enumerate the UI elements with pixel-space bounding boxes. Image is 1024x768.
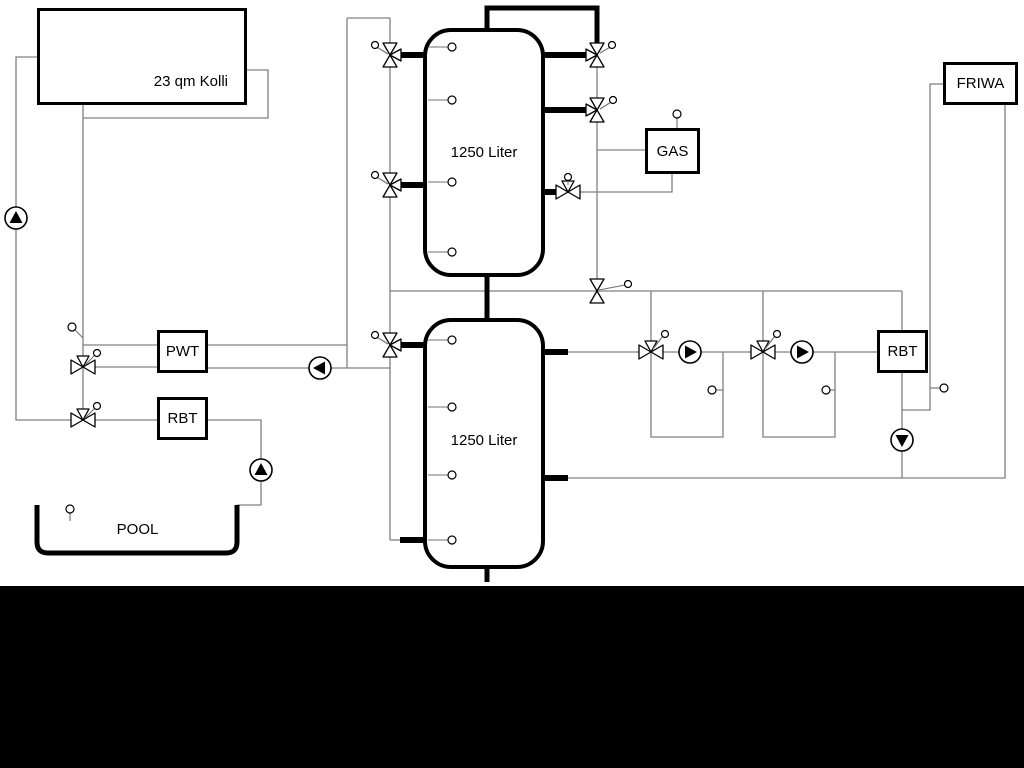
rbt-right-label: RBT <box>887 343 918 360</box>
buffer-tank-top <box>423 28 545 277</box>
gas-boiler-label: GAS <box>656 142 689 160</box>
temperature-sensor-icon <box>428 95 457 105</box>
valve-actuator-icon <box>370 330 389 345</box>
temperature-sensor-icon <box>428 177 457 187</box>
pool-pump-icon <box>249 458 273 482</box>
temperature-sensor-icon <box>67 322 84 339</box>
valve-actuator-icon <box>370 170 389 185</box>
pwt-mixing-valve-icon <box>70 355 96 375</box>
pipe-tank-top-thick <box>484 5 600 43</box>
valve-actuator-icon <box>84 348 102 366</box>
pipe-friwa-left <box>902 83 943 411</box>
temperature-sensor-icon <box>65 504 75 521</box>
pipe-bypass-circuit-2 <box>762 352 836 438</box>
temperature-sensor-icon <box>428 42 457 52</box>
pool-basin <box>34 505 240 556</box>
pipe-collector-return <box>83 69 269 119</box>
solar-pump-icon <box>4 206 28 230</box>
solar-tank2-valve-icon <box>382 332 402 358</box>
rbt-left-label: RBT <box>167 410 198 427</box>
solar-collector-label: 23 qm Kolli <box>153 73 228 90</box>
valve-actuator-icon <box>599 95 618 110</box>
pool-mixing-valve-icon <box>70 408 96 428</box>
buffer-tank-bottom <box>423 318 545 569</box>
temperature-sensor-icon <box>428 470 457 480</box>
pwt-box: PWT <box>157 330 208 373</box>
solar-collector-box: 23 qm Kolli <box>37 8 247 105</box>
temperature-sensor-icon <box>428 535 457 545</box>
buffer-tank-bottom-label: 1250 Liter <box>450 432 518 449</box>
temperature-sensor-icon <box>428 335 457 345</box>
valve-actuator-icon <box>563 172 573 185</box>
valve-actuator-icon <box>370 40 389 55</box>
pipe-bypass-circuit-1 <box>650 352 724 438</box>
distribution-valve-icon <box>589 278 605 304</box>
temperature-sensor-icon <box>821 385 835 395</box>
heating-circuit-1-valve-icon <box>638 340 664 360</box>
valve-actuator-icon <box>599 40 617 54</box>
temperature-sensor-icon <box>672 109 682 128</box>
temperature-sensor-icon <box>428 402 457 412</box>
solar-tank-top-valve-icon <box>382 42 402 68</box>
heating-circuit-1-pump-icon <box>678 340 702 364</box>
bottom-black-bar <box>0 586 1024 768</box>
temperature-sensor-icon <box>428 247 457 257</box>
valve-actuator-icon <box>652 329 670 350</box>
friwa-label: FRIWA <box>956 75 1005 92</box>
gas-boiler-box: GAS <box>645 128 700 174</box>
tank-top-supply-valve-icon <box>585 42 605 68</box>
pool-label: POOL <box>116 521 159 538</box>
pwt-label: PWT <box>165 343 200 360</box>
valve-actuator-icon <box>598 279 633 291</box>
tank-upper-valve-icon <box>585 97 605 123</box>
friwa-box: FRIWA <box>943 62 1018 105</box>
valve-actuator-icon <box>84 401 102 419</box>
rbt-right-box: RBT <box>877 330 928 373</box>
pwt-pump-icon <box>308 356 332 380</box>
valve-actuator-icon <box>764 329 782 350</box>
rbt-return-pump-icon <box>890 428 914 452</box>
solar-tank-mid-valve-icon <box>382 172 402 198</box>
temperature-sensor-icon <box>707 385 723 395</box>
heating-circuit-2-pump-icon <box>790 340 814 364</box>
temperature-sensor-icon <box>930 383 949 393</box>
pipe-gas-return <box>597 174 673 193</box>
heating-circuit-2-valve-icon <box>750 340 776 360</box>
rbt-left-box: RBT <box>157 397 208 440</box>
boiler-valve-icon <box>555 180 581 200</box>
buffer-tank-top-label: 1250 Liter <box>450 144 518 161</box>
pipe-tank-bottom-return <box>568 105 1006 479</box>
